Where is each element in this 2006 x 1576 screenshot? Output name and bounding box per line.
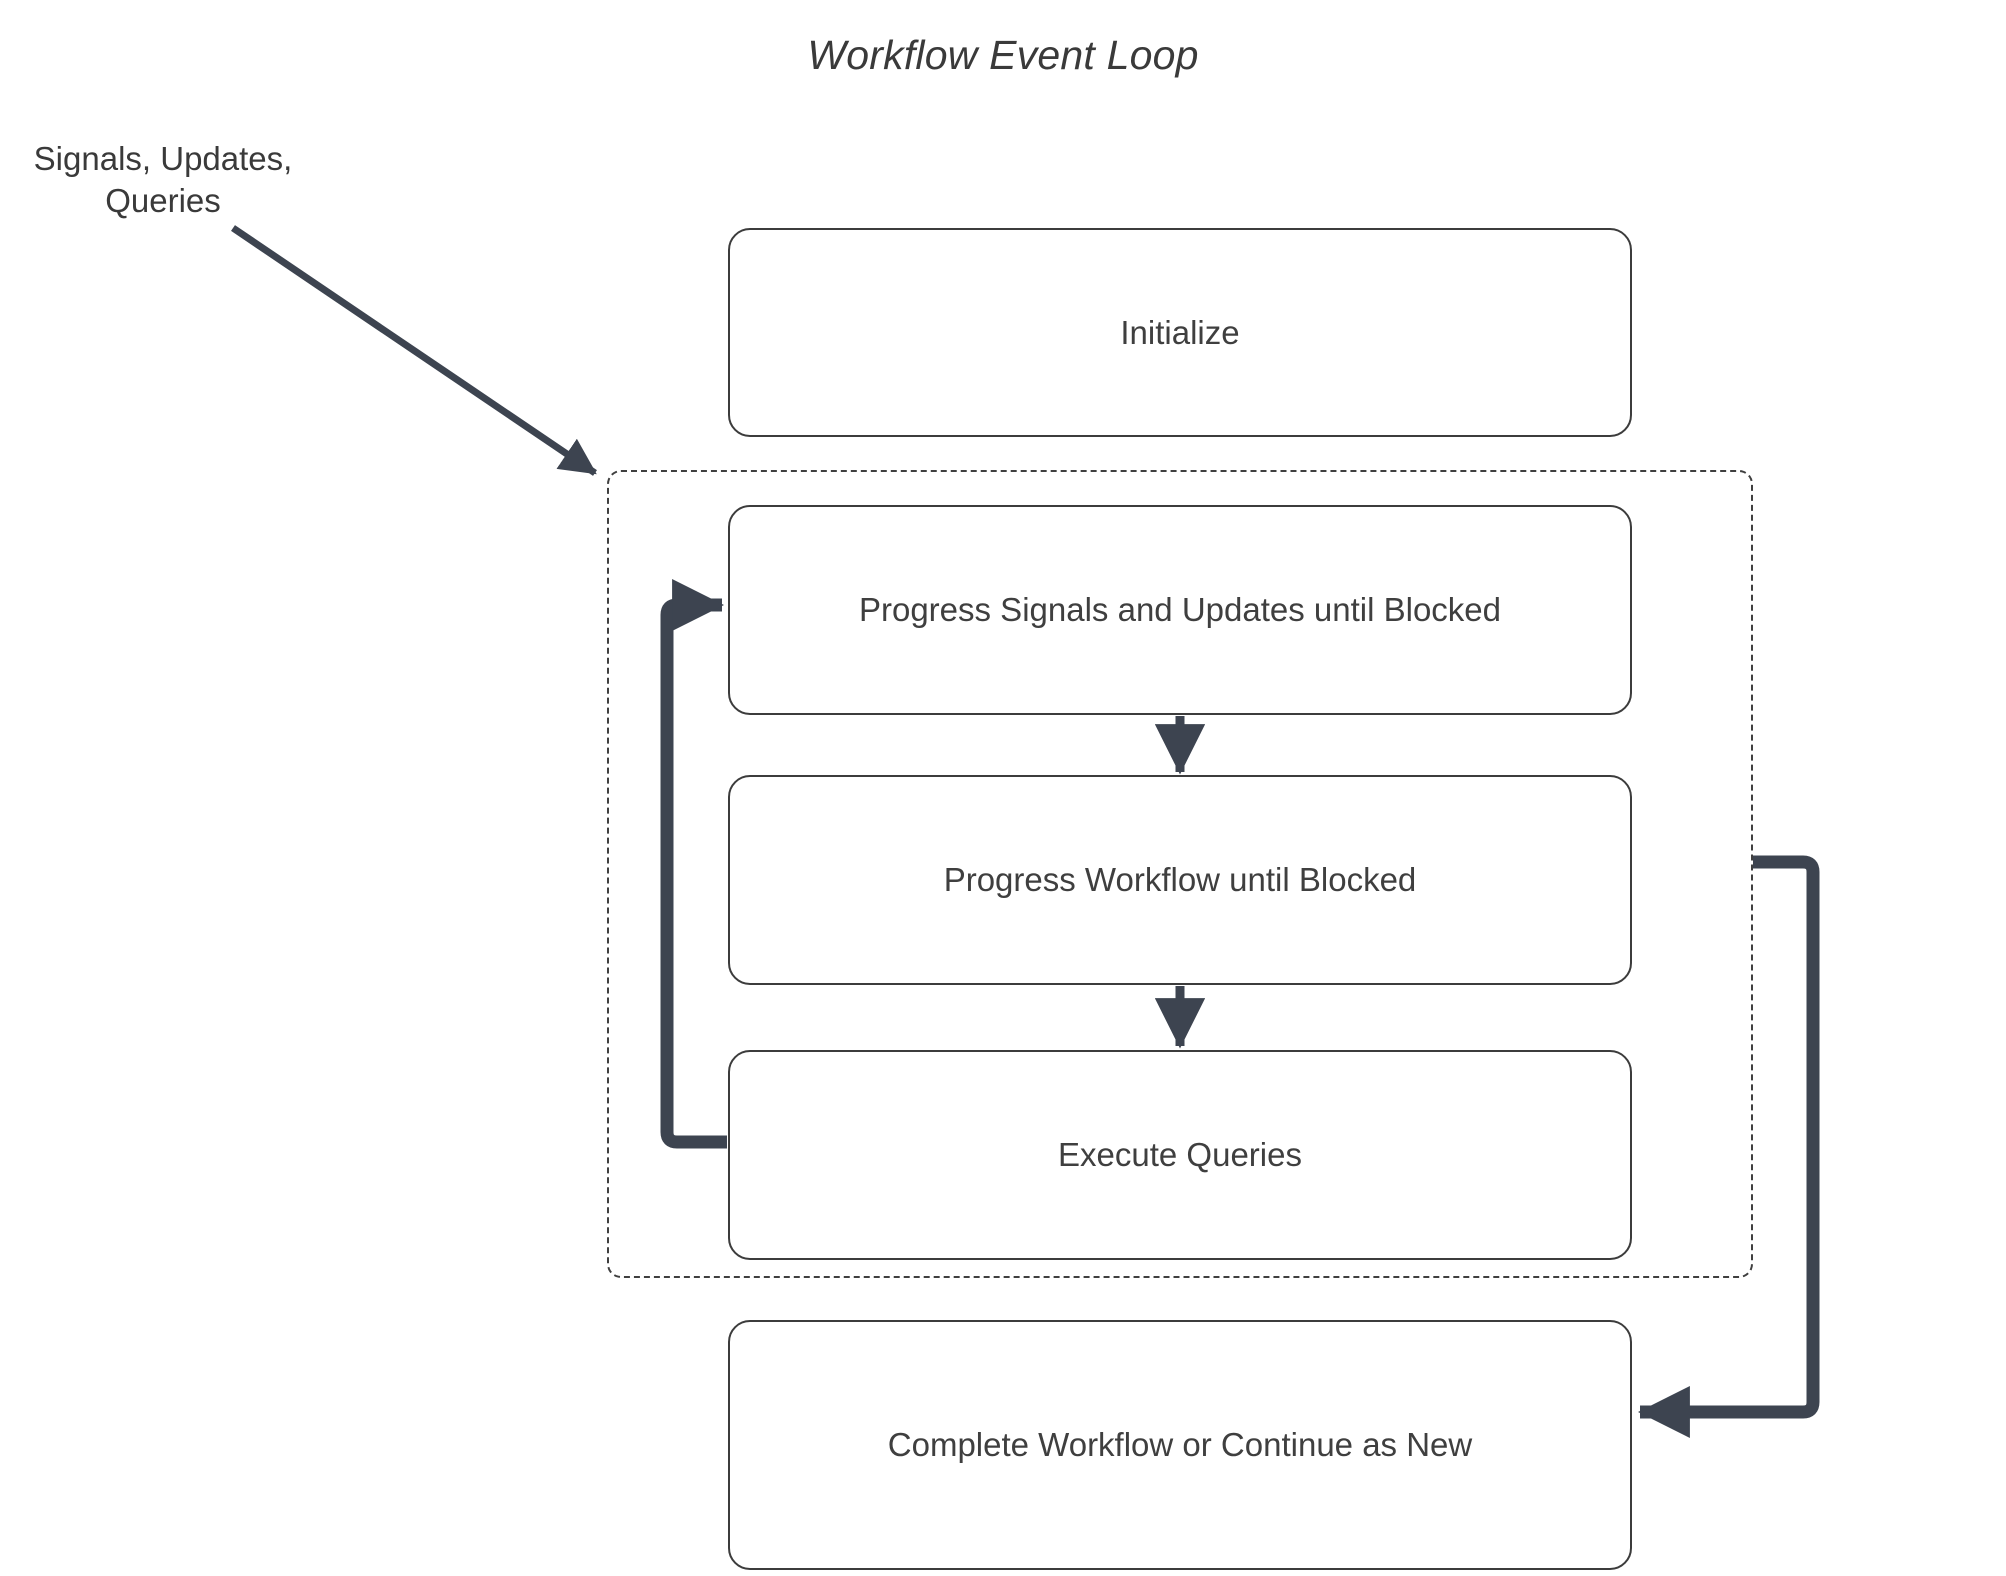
node-complete-workflow-label: Complete Workflow or Continue as New: [887, 1426, 1473, 1464]
node-initialize[interactable]: Initialize: [728, 228, 1632, 437]
node-execute-queries[interactable]: Execute Queries: [728, 1050, 1632, 1260]
external-input-label: Signals, Updates, Queries: [18, 138, 308, 222]
node-progress-workflow-label: Progress Workflow until Blocked: [943, 861, 1417, 899]
node-progress-signals-label: Progress Signals and Updates until Block…: [858, 591, 1502, 629]
node-complete-workflow[interactable]: Complete Workflow or Continue as New: [728, 1320, 1632, 1570]
external-input-label-line2: Queries: [105, 182, 221, 220]
node-execute-queries-label: Execute Queries: [1058, 1136, 1302, 1174]
edge-external-input: [231, 225, 597, 476]
node-progress-workflow[interactable]: Progress Workflow until Blocked: [728, 775, 1632, 985]
node-progress-signals[interactable]: Progress Signals and Updates until Block…: [728, 505, 1632, 715]
external-input-label-line1: Signals, Updates,: [33, 140, 293, 177]
node-initialize-label: Initialize: [1120, 313, 1240, 351]
page-title: Workflow Event Loop: [807, 32, 1199, 78]
